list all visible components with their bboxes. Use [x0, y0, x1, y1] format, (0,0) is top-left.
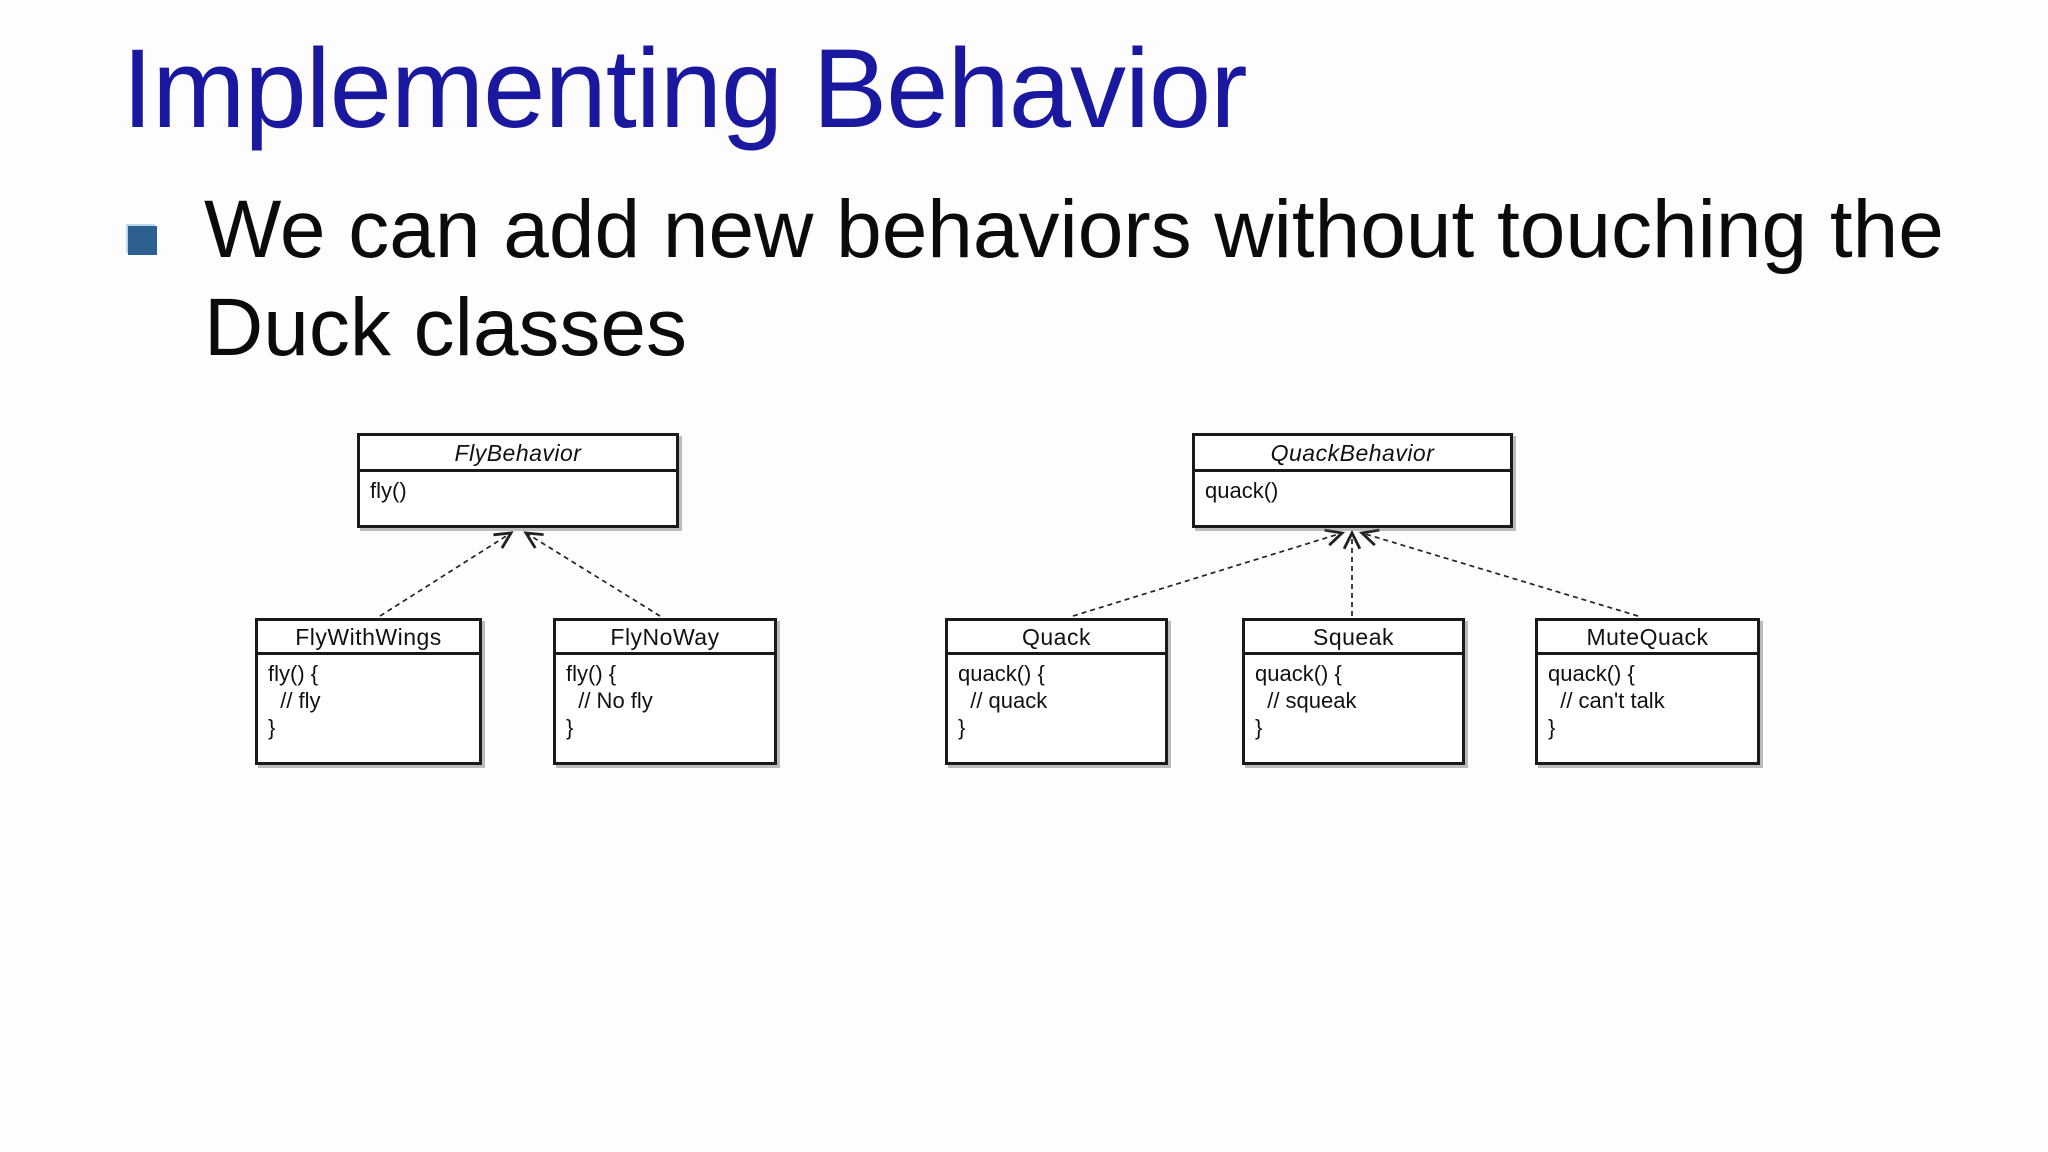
class-box-mutequack: MuteQuack quack() { // can't talk } — [1535, 618, 1760, 765]
slide-title: Implementing Behavior — [122, 26, 1247, 151]
code-line: // quack — [958, 688, 1048, 713]
arrow-mutequack-to-quackbehavior — [1362, 533, 1639, 617]
arrow-quack-to-quackbehavior — [1072, 533, 1342, 617]
class-name: FlyNoWay — [556, 621, 774, 655]
code-line: fly() { — [566, 661, 617, 686]
class-method: quack() — [1205, 478, 1279, 503]
class-box-flywithwings: FlyWithWings fly() { // fly } — [255, 618, 482, 765]
arrow-flynoway-to-flybehavior — [526, 533, 661, 617]
class-name: Quack — [948, 621, 1165, 655]
class-box-squeak: Squeak quack() { // squeak } — [1242, 618, 1465, 765]
class-box-flynoway: FlyNoWay fly() { // No fly } — [553, 618, 777, 765]
class-name: Squeak — [1245, 621, 1462, 655]
code-line: quack() { — [1255, 661, 1342, 686]
class-name: FlyWithWings — [258, 621, 479, 655]
code-line: quack() { — [1548, 661, 1635, 686]
code-line: } — [268, 715, 276, 740]
code-line: // No fly — [566, 688, 653, 713]
code-line: // squeak — [1255, 688, 1357, 713]
code-line: fly() { — [268, 661, 319, 686]
bullet-square-icon — [128, 226, 157, 255]
code-line: } — [566, 715, 574, 740]
code-line: } — [1548, 715, 1556, 740]
code-line: } — [958, 715, 966, 740]
class-box-quack: Quack quack() { // quack } — [945, 618, 1168, 765]
class-name: QuackBehavior — [1195, 436, 1510, 472]
class-box-flybehavior: FlyBehavior fly() — [357, 433, 679, 528]
code-line: // can't talk — [1548, 688, 1665, 713]
class-method: fly() — [370, 478, 407, 503]
class-name: MuteQuack — [1538, 621, 1757, 655]
bullet-text-line-1: We can add new behaviors without touchin… — [204, 184, 1944, 275]
bullet-text-line-2: Duck classes — [204, 282, 688, 373]
code-line: // fly — [268, 688, 321, 713]
bullet-text: We can add new behaviors without touchin… — [204, 181, 1964, 377]
class-box-quackbehavior: QuackBehavior quack() — [1192, 433, 1513, 528]
code-line: quack() { — [958, 661, 1045, 686]
class-name: FlyBehavior — [360, 436, 676, 472]
code-line: } — [1255, 715, 1263, 740]
arrow-flywithwings-to-flybehavior — [379, 533, 511, 617]
